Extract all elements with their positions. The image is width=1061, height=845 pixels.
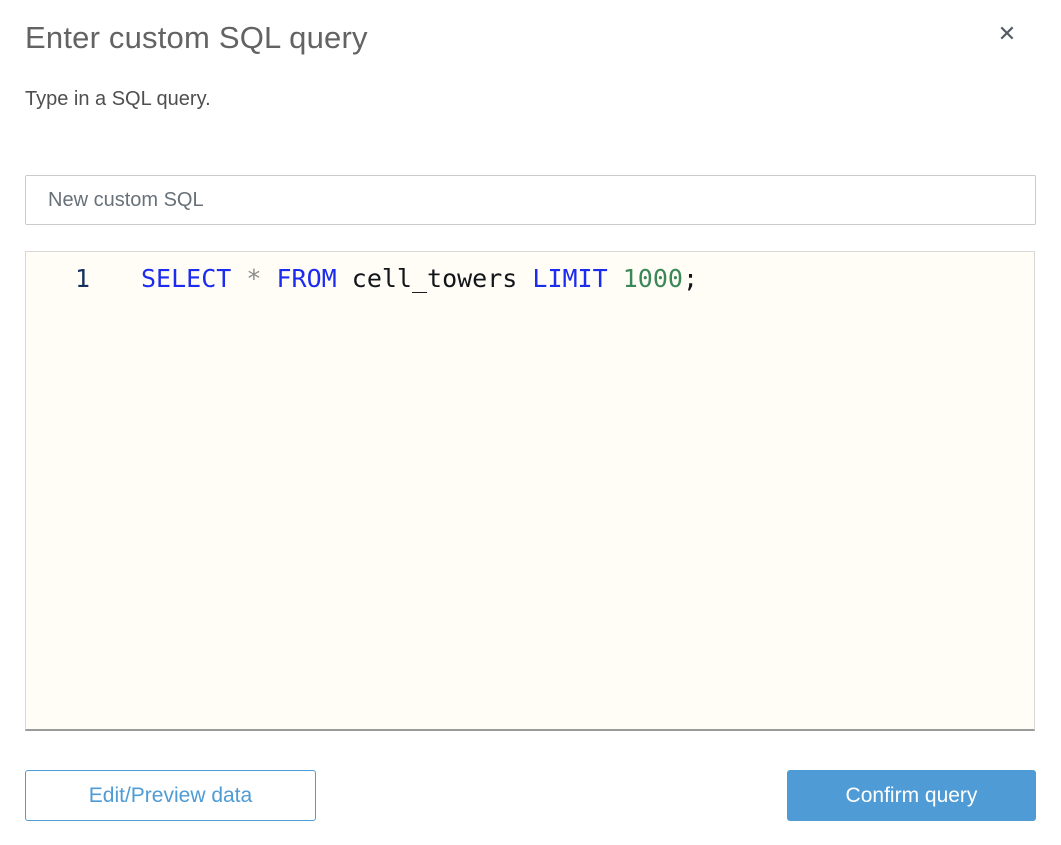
close-icon[interactable]: ✕ [992,20,1022,50]
query-name-input[interactable] [25,175,1036,225]
dialog-header: Enter custom SQL query ✕ [25,0,1036,56]
sql-code-editor[interactable]: 1 SELECT * FROM cell_towers LIMIT 1000; [25,251,1035,731]
confirm-query-button[interactable]: Confirm query [787,770,1036,821]
code-token-keyword: FROM [276,264,337,293]
code-token-operator: * [246,264,262,293]
edit-preview-data-button[interactable]: Edit/Preview data [25,770,316,821]
page-title: Enter custom SQL query [25,20,368,55]
dialog-subtitle: Type in a SQL query. [25,88,211,110]
code-token-plain [231,264,246,293]
code-token-keyword: LIMIT [532,264,608,293]
dialog-footer: Edit/Preview data Confirm query [25,770,1036,821]
code-token-number: 1000 [622,264,683,293]
code-line-tokens[interactable]: SELECT * FROM cell_towers LIMIT 1000; [90,261,1034,297]
code-token-plain: ; [682,264,698,293]
code-token-plain [261,264,276,293]
code-token-plain [608,264,623,293]
code-token-keyword: SELECT [141,264,232,293]
code-token-plain: cell_towers [336,264,533,293]
editor-line-number: 1 [74,264,90,293]
